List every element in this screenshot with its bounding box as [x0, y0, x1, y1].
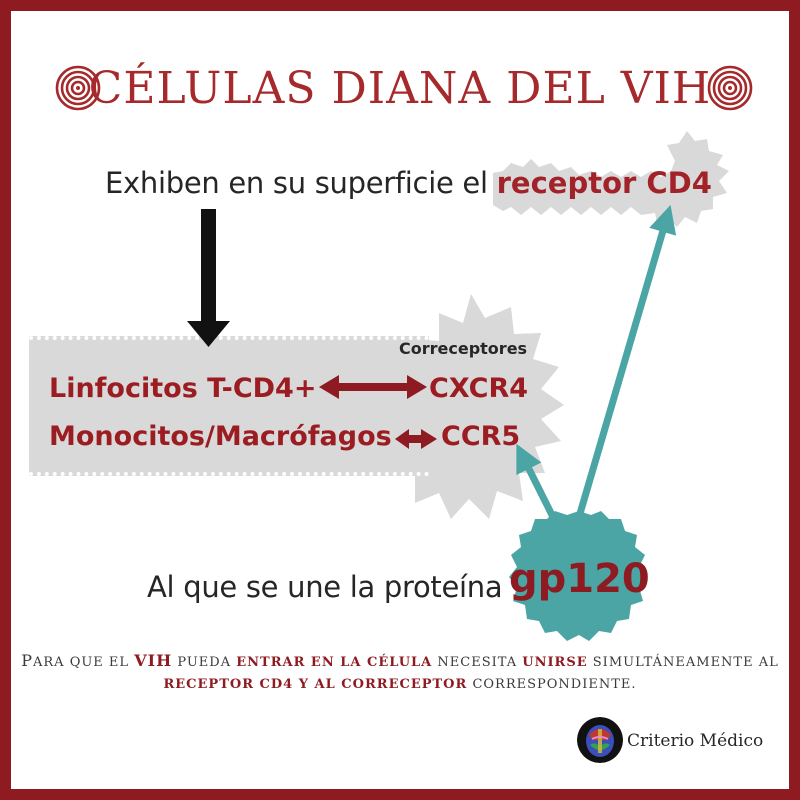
target-icon — [707, 65, 753, 111]
gp120-label: gp120 — [509, 556, 650, 602]
receptor-cd4-label: receptor CD4 — [496, 166, 712, 200]
down-arrow-icon — [187, 209, 230, 347]
target-icon — [55, 65, 101, 111]
arrows-layer — [187, 204, 677, 523]
arrow-to-cd4-icon — [575, 204, 677, 518]
receptor-starburst — [493, 131, 729, 227]
brand-name: Criterio Médico — [627, 731, 764, 751]
footnote-segment: ENTRAR EN LA CÉLULA — [236, 655, 433, 670]
footnote-segment: ARA QUE EL — [33, 655, 135, 670]
footnote-line-2: RECEPTOR CD4 Y AL CORRECEPTOR CORRESPOND… — [11, 677, 789, 692]
footnote-segment: SIMULTÁNEAMENTE AL — [587, 655, 779, 670]
cell-panel — [29, 336, 429, 476]
coreceptor-ccr5: CCR5 — [441, 421, 521, 452]
footnote-segment: NECESITA — [432, 655, 523, 670]
brain-scan-icon — [577, 717, 623, 763]
arrow-to-ccr5-icon — [516, 443, 559, 523]
gp120-badge — [509, 511, 647, 641]
double-arrow-icon — [395, 429, 437, 449]
coreceptor-cxcr4: CXCR4 — [429, 373, 529, 404]
footnote-segment: VIH — [134, 651, 173, 670]
footnote-segment: UNIRSE — [522, 655, 588, 670]
cell-line-monocytes: Monocitos/Macrófagos — [49, 421, 392, 452]
footnote-segment: RECEPTOR CD4 Y AL CORRECEPTOR — [163, 677, 468, 692]
footnote-segment: PUEDA — [172, 655, 237, 670]
page-title: CÉLULAS DIANA DEL VIH — [88, 63, 712, 114]
footnote-line-1: PARA QUE EL VIH PUEDA ENTRAR EN LA CÉLUL… — [11, 651, 789, 670]
double-arrow-icon — [319, 375, 427, 399]
intro-sentence: Exhiben en su superficie el receptor CD4 — [105, 166, 712, 200]
footnote-segment: CORRESPONDIENTE. — [467, 677, 637, 692]
protein-sentence: Al que se une la proteína — [147, 570, 503, 604]
cell-line-lymphocytes: Linfocitos T-CD4+ — [49, 373, 317, 404]
footnote-segment: P — [21, 651, 33, 670]
intro-text: Exhiben en su superficie el — [105, 166, 497, 200]
coreceptors-title: Correceptores — [399, 339, 528, 358]
